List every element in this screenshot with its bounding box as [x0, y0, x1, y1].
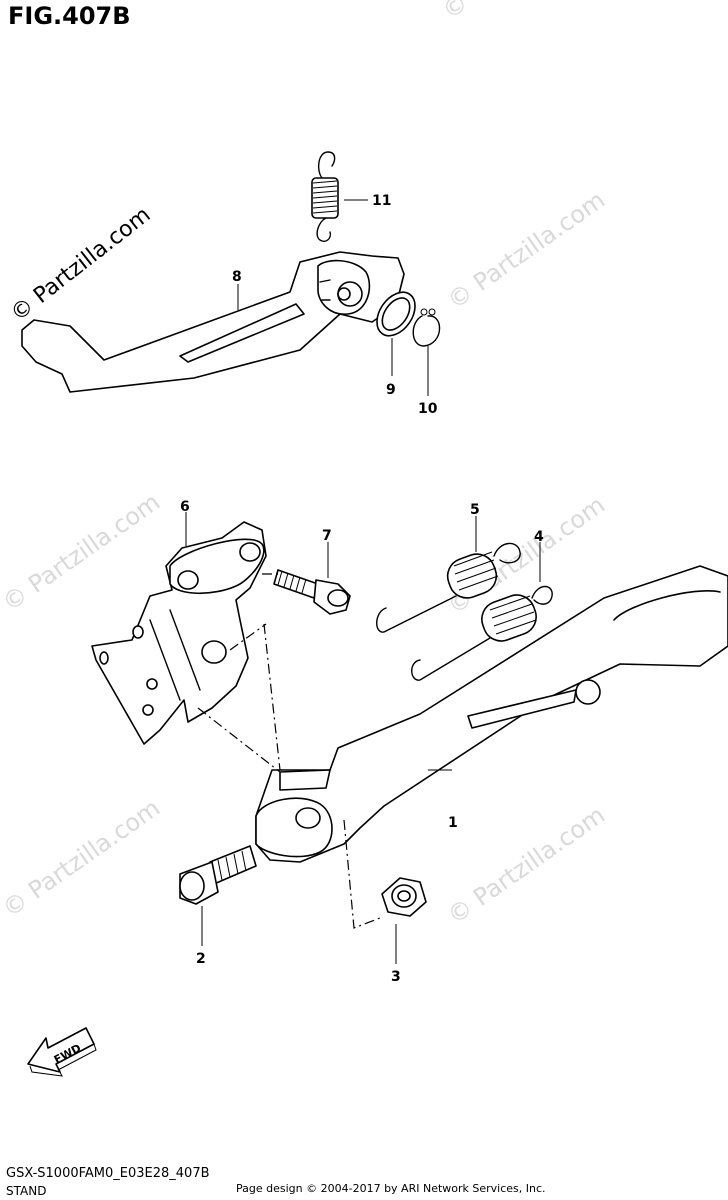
spring-part-5 — [376, 516, 521, 633]
spring-part-11 — [311, 151, 339, 242]
callout-7: 7 — [322, 528, 332, 544]
watermark-text: © Partzilla.com — [442, 186, 610, 315]
figure-title: FIG.407B — [8, 2, 131, 30]
footer-copyright: Page design © 2004-2017 by ARI Network S… — [236, 1182, 546, 1195]
watermark-text: © Partzilla.com — [0, 794, 165, 923]
callout-9: 9 — [386, 382, 396, 398]
footer-model-code: GSX-S1000FAM0_E03E28_407B — [6, 1166, 210, 1181]
circlip-part-10 — [412, 308, 441, 347]
callout-labels: 1 2 3 4 5 6 7 8 9 10 11 — [180, 193, 544, 985]
callout-6: 6 — [180, 499, 190, 515]
callout-5: 5 — [470, 502, 480, 518]
callout-8: 8 — [232, 269, 242, 285]
watermark-text: © Partzilla.com — [0, 488, 165, 617]
lever-part-8 — [21, 251, 405, 393]
washer-part-9 — [376, 291, 416, 337]
assembly-lines — [197, 573, 381, 929]
spring-part-4 — [411, 542, 553, 681]
footer-section-name: STAND — [6, 1184, 47, 1198]
pivot-bolt-part-2 — [179, 845, 257, 946]
callout-leaders-top — [237, 199, 429, 396]
bracket-part-6 — [91, 512, 267, 745]
watermark-text: © Partzilla.com — [442, 801, 610, 930]
callout-2: 2 — [196, 951, 206, 967]
nut-part-3 — [381, 877, 427, 964]
callout-3: 3 — [391, 969, 401, 985]
bolt-part-7 — [273, 542, 351, 615]
side-stand-part-1 — [255, 565, 728, 863]
callout-11: 11 — [372, 193, 391, 209]
callout-1: 1 — [448, 815, 458, 831]
callout-10: 10 — [418, 401, 438, 417]
callout-4: 4 — [534, 529, 544, 545]
watermark-text: © Partzilla.com — [437, 0, 605, 25]
fwd-arrow-icon: FWD — [27, 1027, 97, 1077]
watermark-text: © Partzilla.com — [6, 203, 155, 327]
